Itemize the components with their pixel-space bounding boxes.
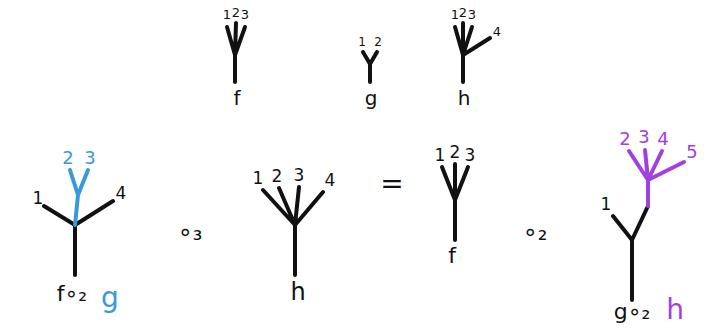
leaf-number: 2 [619, 130, 630, 148]
composition-operator: ∘₃ [178, 220, 203, 244]
leaf-number: 4 [493, 25, 501, 38]
composition-name: f∘₂ [57, 283, 87, 305]
operation-name: f [448, 245, 456, 267]
composition-name: h [666, 296, 684, 324]
leaf-number: 2 [459, 6, 467, 19]
leaf-number: 1 [435, 147, 446, 164]
leaf-number: 1 [451, 8, 459, 21]
leaf-number: 3 [294, 167, 305, 184]
composition-name: g [101, 284, 119, 312]
leaf-number: 1 [601, 196, 612, 213]
operation-name: f [233, 88, 240, 108]
leaf-number: 3 [638, 128, 649, 146]
leaf-number: 1 [223, 8, 231, 21]
composition-operator: ∘₂ [523, 220, 548, 244]
leaf-number: 4 [116, 185, 127, 202]
leaf-number: 4 [325, 172, 336, 189]
leaf-number: 4 [657, 130, 668, 148]
leaf-number: 1 [358, 36, 366, 48]
operation-name: h [458, 88, 471, 108]
leaf-number: 1 [33, 190, 44, 207]
leaf-number: 5 [686, 143, 697, 161]
equals-sign: = [380, 170, 403, 198]
leaf-number: 1 [253, 170, 264, 187]
leaf-number: 2 [272, 168, 283, 185]
operation-name: g [365, 88, 378, 108]
leaf-number: 3 [465, 147, 476, 164]
leaf-number: 2 [374, 36, 382, 48]
leaf-number: 3 [468, 8, 476, 21]
leaf-number: 3 [241, 8, 249, 21]
leaf-number: 3 [84, 149, 95, 167]
leaf-number: 2 [62, 149, 73, 167]
leaf-number: 2 [232, 6, 240, 19]
composition-name: g∘₂ [614, 301, 651, 323]
operation-name: h [290, 280, 305, 304]
leaf-number: 2 [450, 144, 461, 161]
